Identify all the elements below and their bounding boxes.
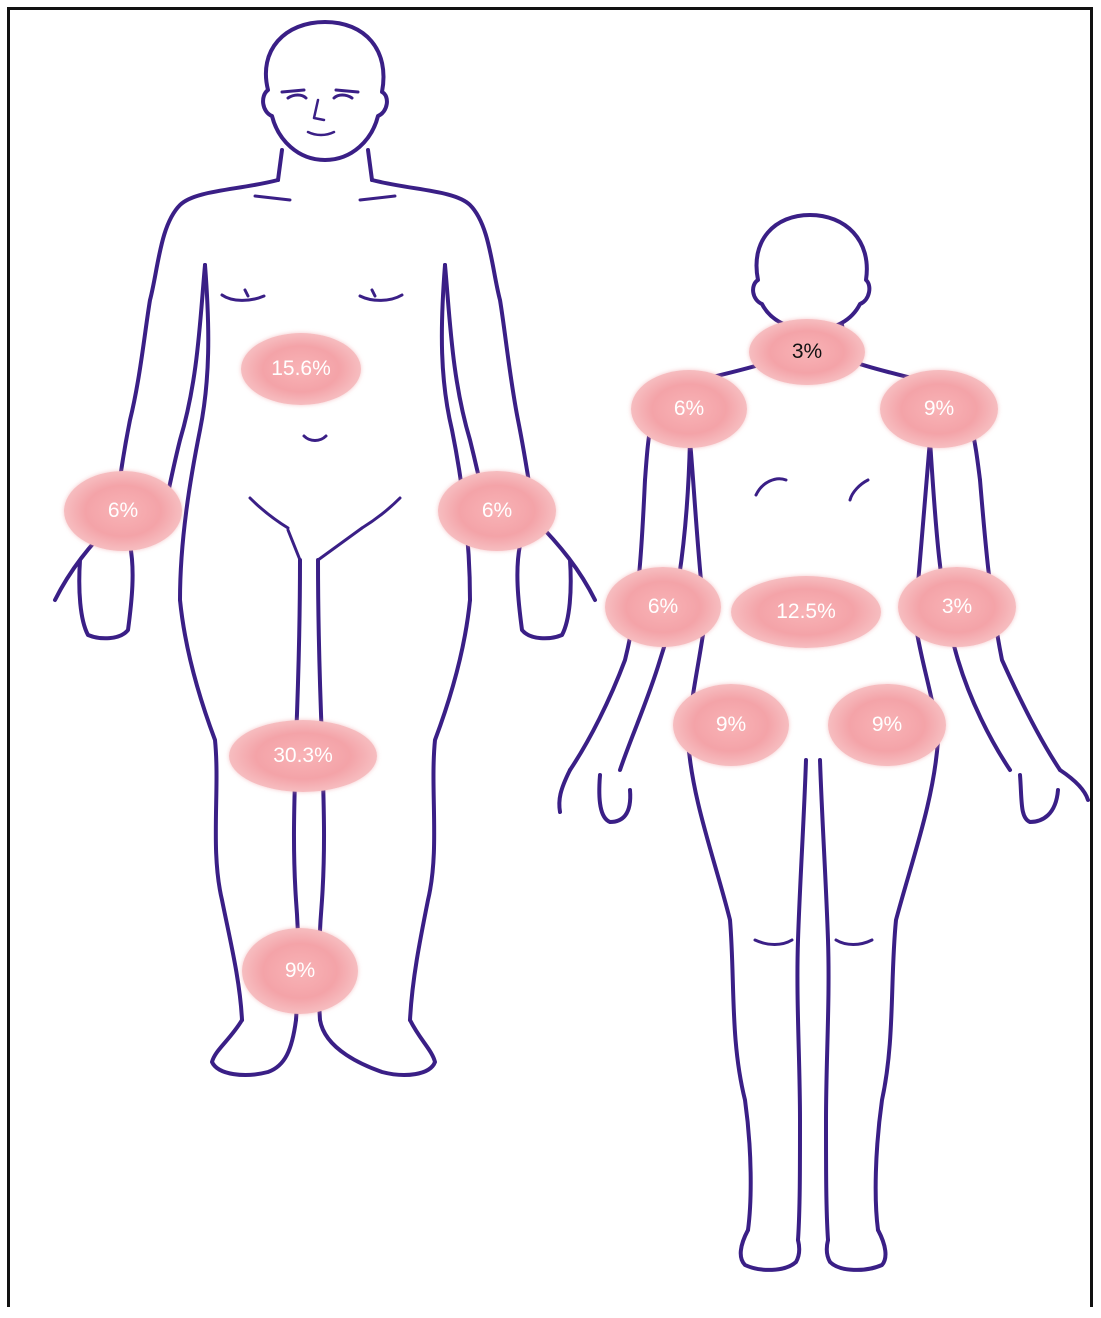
back-lower-back-percentage: 12.5% [731, 576, 881, 648]
back-left-elbow-percentage: 3% [898, 567, 1016, 647]
back-head [753, 215, 869, 330]
back-left-shoulder-percentage: 9% [880, 370, 998, 448]
front-abdomen-percentage: 15.6% [241, 333, 361, 405]
back-right-elbow-percentage: 6% [605, 567, 721, 647]
back-left-hip-percentage: 9% [828, 684, 946, 766]
back-neck-percentage: 3% [749, 319, 865, 385]
front-ankles-percentage: 9% [242, 928, 358, 1014]
front-left-wrist-percentage: 6% [438, 471, 556, 551]
back-right-shoulder-percentage: 6% [631, 370, 747, 448]
front-right-wrist-percentage: 6% [64, 471, 182, 551]
back-right-hip-percentage: 9% [673, 684, 789, 766]
front-knees-percentage: 30.3% [229, 720, 377, 792]
